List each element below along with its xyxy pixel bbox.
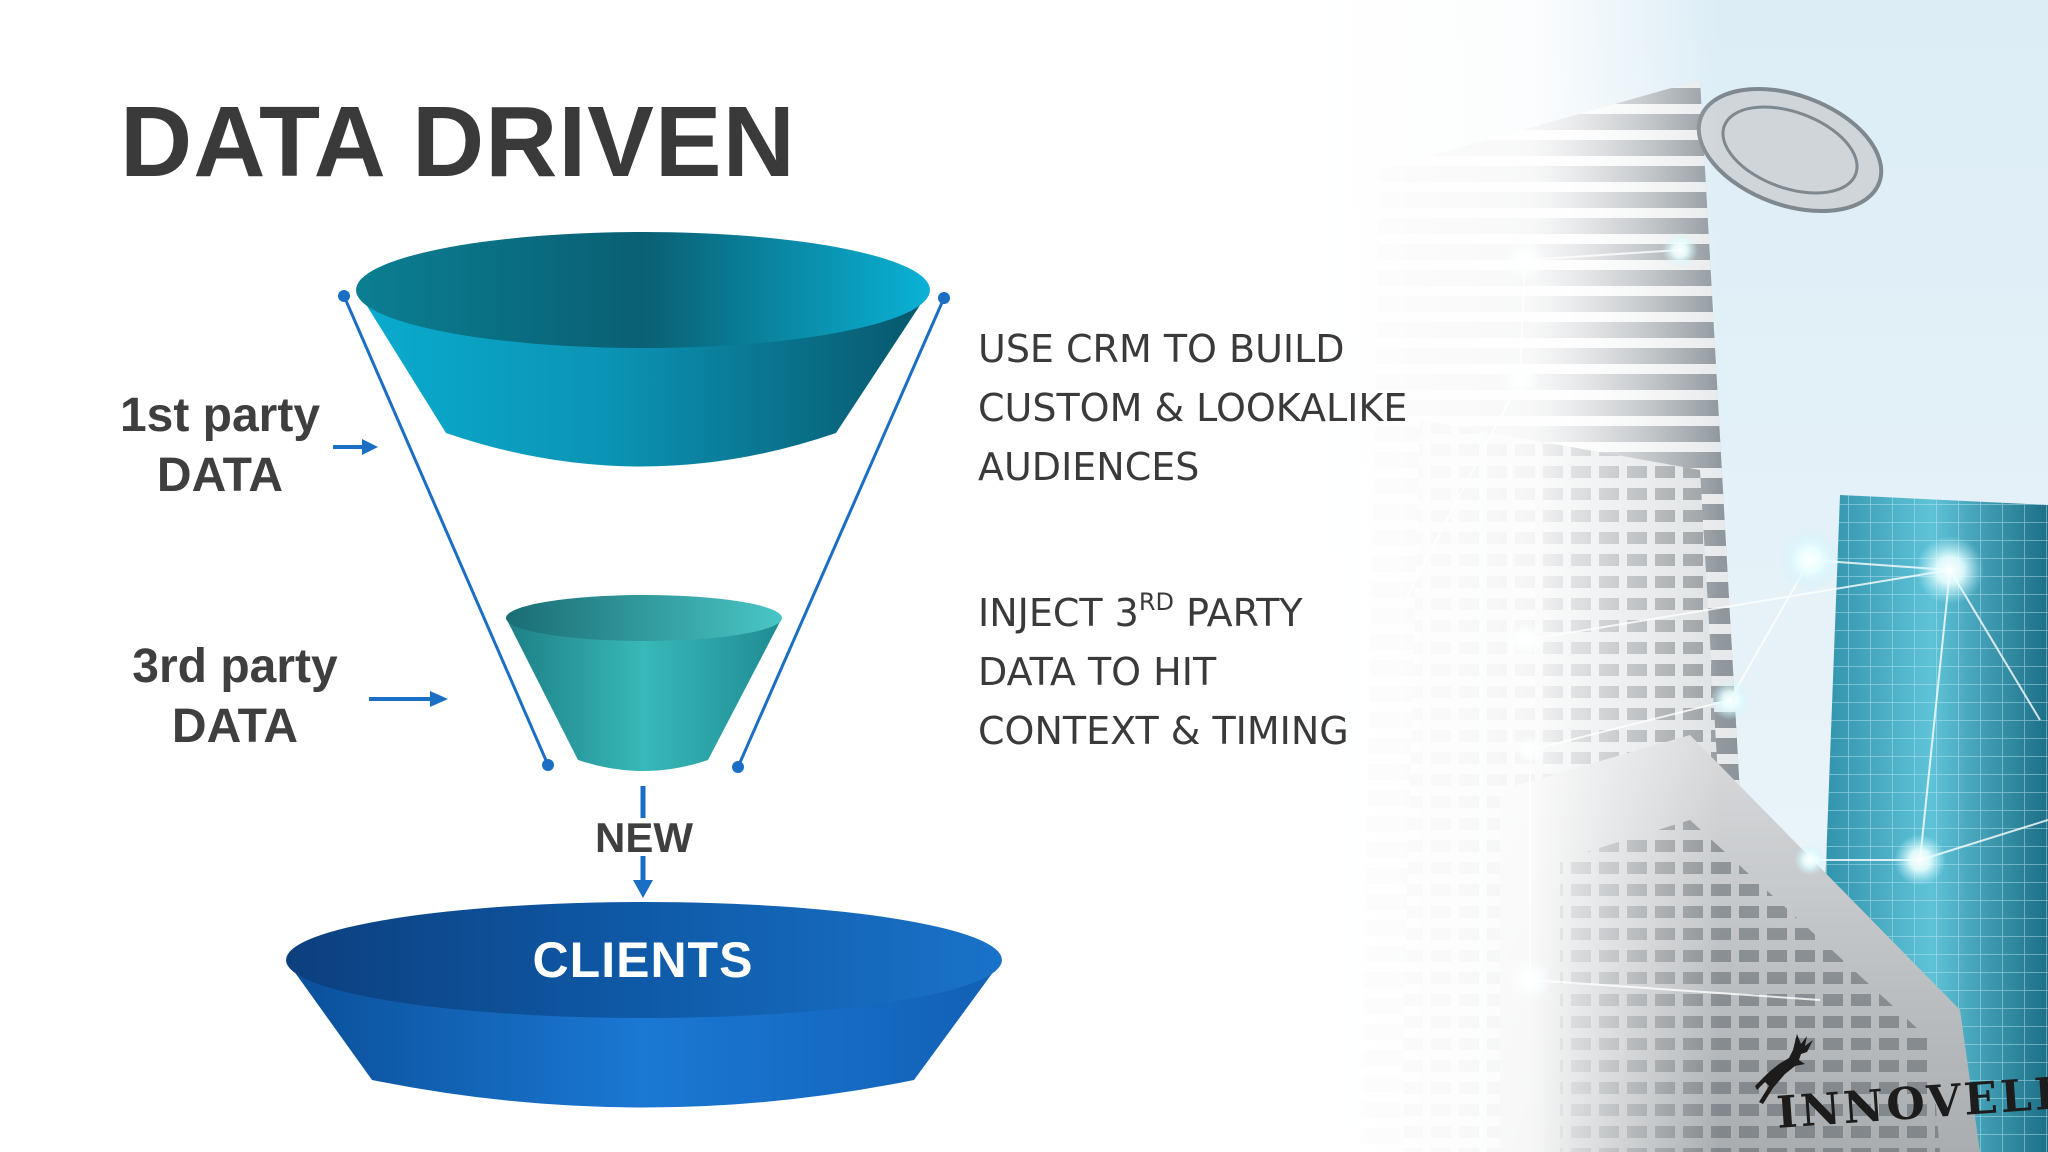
third-party-text-line: CONTEXT & TIMING: [978, 709, 1349, 753]
third-party-label-line: 3rd party: [132, 640, 338, 693]
rd-superscript: RD: [1138, 588, 1175, 616]
funnel-outline: [338, 290, 950, 773]
slide-title: DATA DRIVEN: [120, 86, 796, 198]
first-party-label-line: 1st party: [119, 389, 321, 442]
inject-text: INJECT 3: [978, 591, 1139, 635]
new-label: NEW: [595, 814, 693, 861]
party-text: PARTY: [1174, 591, 1303, 635]
third-party-text-block: INJECT 3RD PARTY DATA TO HIT CONTEXT & T…: [978, 584, 1349, 761]
first-party-label-line: DATA: [156, 449, 284, 502]
clients-segment: [286, 902, 1002, 1108]
first-party-funnel-segment: [356, 232, 930, 467]
new-arrow: [633, 786, 653, 898]
crm-text-line: AUDIENCES: [978, 445, 1200, 489]
crm-text-line: CUSTOM & LOOKALIKE: [978, 386, 1408, 430]
crm-text-line: USE CRM TO BUILD: [978, 327, 1345, 371]
third-party-text-line: INJECT 3RD PARTY: [978, 584, 1349, 643]
innovell-logo: INNOVELL: [1755, 1030, 2048, 1140]
first-party-data-label: 1st party DATA: [100, 386, 340, 506]
third-party-arrow: [369, 691, 448, 707]
clients-label: CLIENTS: [532, 932, 754, 988]
crm-text-block: USE CRM TO BUILD CUSTOM & LOOKALIKE AUDI…: [978, 320, 1407, 497]
third-party-funnel-segment: [506, 595, 782, 771]
third-party-data-label: 3rd party DATA: [115, 637, 355, 757]
third-party-text-line: DATA TO HIT: [978, 650, 1217, 694]
third-party-label-line: DATA: [171, 700, 299, 753]
leaping-deer-icon: [1755, 1034, 1813, 1104]
first-party-arrow: [333, 439, 378, 455]
